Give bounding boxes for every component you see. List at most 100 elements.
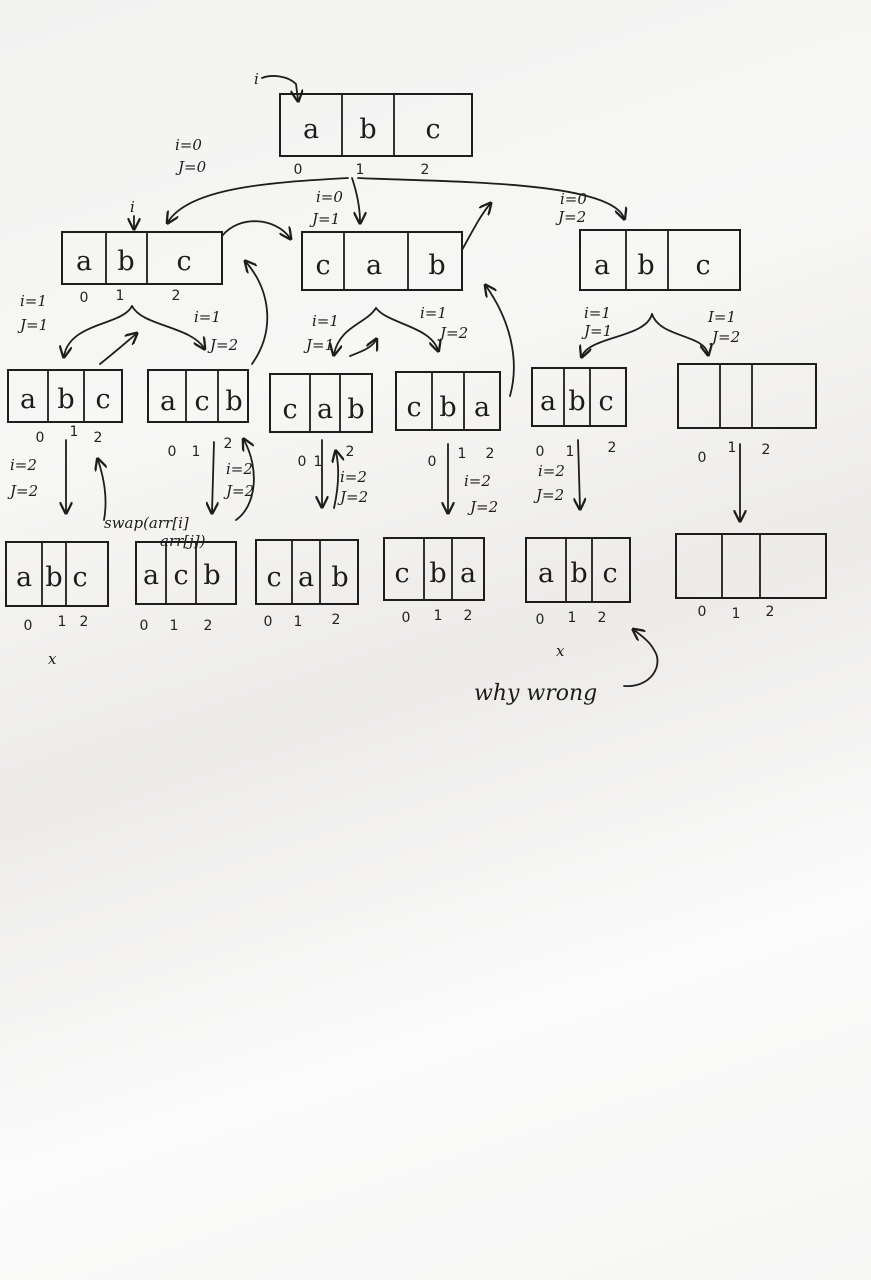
level3-3-array-box xyxy=(383,537,485,601)
level2-4-index-2: 2 xyxy=(608,440,617,456)
level2-0-index-0: 0 xyxy=(36,430,45,446)
level3-2-cell-2: b xyxy=(331,562,348,593)
level3-0-cell-1: b xyxy=(45,562,62,593)
root-index-0: 0 xyxy=(294,162,303,178)
level3-0-index-2: 2 xyxy=(80,614,89,630)
level2-node-2: c a b 0 1 2 i=2 J=2 xyxy=(269,373,373,506)
level1-0-index-1: 1 xyxy=(116,288,125,304)
root-pointer-arrow xyxy=(261,75,298,100)
level3-1-cell-0: a xyxy=(143,560,159,591)
level3-node-5: 0 1 2 xyxy=(675,533,827,622)
level2-1-cell-1: c xyxy=(194,386,209,417)
level3-1-cell-2: b xyxy=(203,560,220,591)
branch-note-3-j: J=2 xyxy=(437,324,468,342)
level1-0-index-2: 2 xyxy=(172,288,181,304)
level1-node-2: i=0 J=2 a b c xyxy=(555,190,741,291)
root-note-i: i=0 xyxy=(175,136,202,154)
level3-1-array-box xyxy=(135,541,237,605)
level2-0-note-j: J=2 xyxy=(7,482,38,500)
why-wrong-note: why wrong xyxy=(474,681,597,706)
level3-0-index-1: 1 xyxy=(58,614,67,630)
level1-0-cell-2: c xyxy=(176,246,191,277)
level2-2-cell-2: b xyxy=(347,394,364,425)
level2-2-cell-1: a xyxy=(317,394,333,425)
level2-4-cell-2: c xyxy=(598,386,613,417)
level3-4-index-1: 1 xyxy=(568,610,577,626)
level1-0-index-0: 0 xyxy=(80,290,89,306)
branch-note-2-i: i=1 xyxy=(312,312,339,330)
level2-5-index-2: 2 xyxy=(762,442,771,458)
level1-2-note-i: i=0 xyxy=(560,190,587,208)
level2-4-note-j: J=2 xyxy=(533,486,564,504)
question-annotation: why wrong xyxy=(474,630,659,706)
level2-0-note-i: i=2 xyxy=(10,456,37,474)
level1-2-cell-0: a xyxy=(594,250,610,281)
root-cell-0: a xyxy=(303,114,319,145)
level3-2-index-2: 2 xyxy=(332,612,341,628)
root-index-1: 1 xyxy=(356,162,365,178)
level2-4-cell-0: a xyxy=(540,386,556,417)
level3-node-4: a b c 0 1 2 x xyxy=(525,537,631,660)
level2-3-note-j: J=2 xyxy=(467,498,498,516)
level3-node-3: c b a 0 1 2 xyxy=(383,537,485,626)
level2-4-index-0: 0 xyxy=(536,444,545,460)
level3-1-index-2: 2 xyxy=(204,618,213,634)
level2-3-array-box xyxy=(395,371,501,431)
level2-4-array-box xyxy=(531,367,627,427)
root-note-j: J=0 xyxy=(175,158,207,176)
level2-2-index-2: 2 xyxy=(346,444,355,460)
level2-node-5: 0 1 2 xyxy=(677,363,817,466)
level2-0-index-1: 1 xyxy=(70,424,79,440)
branch-note-4-i: i=1 xyxy=(584,304,611,322)
level3-4-cell-0: a xyxy=(538,558,554,589)
level3-3-cell-2: a xyxy=(460,558,476,589)
level1-node-1: i=0 J=1 c a b xyxy=(301,188,463,291)
root-array-box xyxy=(279,93,473,157)
level2-3-index-1: 1 xyxy=(458,446,467,462)
level3-5-index-0: 0 xyxy=(698,604,707,620)
level3-node-0: a b c 0 1 2 x xyxy=(5,541,109,668)
level2-1-index-0: 0 xyxy=(168,444,177,460)
level3-0-cell-0: a xyxy=(16,562,32,593)
level2-2-note-i: i=2 xyxy=(340,468,367,486)
level2-3-note-i: i=2 xyxy=(464,472,491,490)
level2-2-array-box xyxy=(269,373,373,433)
level3-0-wrong-mark: x xyxy=(48,650,57,668)
level1-0-array-box xyxy=(61,231,223,285)
branch-note-5-j: J=2 xyxy=(709,328,740,346)
level3-1-index-1: 1 xyxy=(170,618,179,634)
level3-3-index-1: 1 xyxy=(434,608,443,624)
level3-5-index-2: 2 xyxy=(766,604,775,620)
level2-3-index-0: 0 xyxy=(428,454,437,470)
level2-1-cell-2: b xyxy=(225,386,242,417)
level1-0-cell-1: b xyxy=(117,246,134,277)
level3-1-index-0: 0 xyxy=(140,618,149,634)
level2-1-cell-0: a xyxy=(160,386,176,417)
level1-1-cell-1: a xyxy=(366,250,382,281)
level2-4-cell-1: b xyxy=(568,386,585,417)
level2-node-4: a b c 0 1 2 i=2 J=2 xyxy=(531,367,627,504)
level2-0-index-2: 2 xyxy=(94,430,103,446)
level3-0-array-box xyxy=(5,541,109,607)
level2-node-1: a c b 0 1 2 i=2 J=2 xyxy=(147,369,254,500)
branch-note-5-i: I=1 xyxy=(707,308,736,326)
level3-3-index-2: 2 xyxy=(464,608,473,624)
root-cell-1: b xyxy=(359,114,376,145)
level3-node-1: a c b 0 1 2 xyxy=(135,541,237,634)
branch-note-1-j: J=2 xyxy=(207,336,238,354)
level2-3-cell-2: a xyxy=(474,392,490,423)
level3-4-index-2: 2 xyxy=(598,610,607,626)
level3-4-wrong-mark: x xyxy=(556,642,565,660)
level3-2-cell-1: a xyxy=(298,562,314,593)
level2-0-cell-2: c xyxy=(95,384,110,415)
level1-0-pointer-label: i xyxy=(130,198,135,216)
level3-3-cell-0: c xyxy=(394,558,409,589)
level2-4-index-1: 1 xyxy=(566,444,575,460)
root-node: i i=0 J=0 a b c 0 1 2 xyxy=(168,70,624,222)
level3-4-cell-2: c xyxy=(602,558,617,589)
level3-4-array-box xyxy=(525,537,631,603)
level3-0-index-0: 0 xyxy=(24,618,33,634)
level1-node-0: i a b c 0 1 2 xyxy=(61,198,223,306)
level2-node-3: c b a 0 1 2 i=2 J=2 xyxy=(395,371,501,516)
